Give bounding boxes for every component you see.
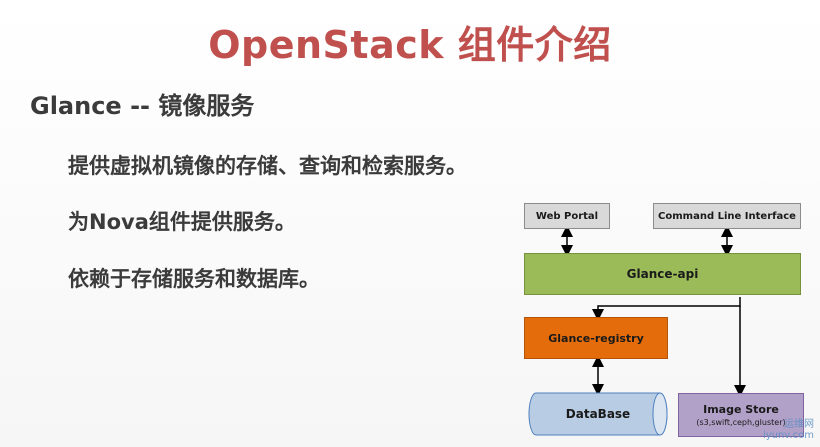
- section-heading: Glance -- 镜像服务: [30, 92, 255, 120]
- bullet-1: 提供虚拟机镜像的存储、查询和检索服务。: [68, 154, 467, 178]
- database-shape: [528, 392, 668, 436]
- arrow-api-registry: [592, 297, 741, 321]
- database-cylinder: DataBase: [528, 392, 668, 436]
- web-portal-box: Web Portal: [524, 203, 610, 229]
- watermark: 运维网 iyunv.com: [763, 419, 814, 441]
- watermark-text: 运维网: [784, 419, 814, 430]
- image-store-backends: (s3,swift,ceph,gluster): [696, 418, 786, 427]
- image-store-box: Image Store (s3,swift,ceph,gluster): [678, 393, 804, 437]
- cli-box: Command Line Interface: [653, 203, 801, 229]
- bullet-3: 依赖于存储服务和数据库。: [68, 267, 320, 291]
- glance-api-box: Glance-api: [524, 253, 801, 295]
- database-label: DataBase: [565, 407, 631, 421]
- slide-title: OpenStack 组件介绍: [208, 23, 612, 67]
- image-store-label: Image Store: [703, 403, 779, 416]
- watermark-site: iyunv.com: [762, 430, 814, 441]
- bullet-2: 为Nova组件提供服务。: [68, 210, 296, 234]
- glance-registry-box: Glance-registry: [524, 317, 668, 359]
